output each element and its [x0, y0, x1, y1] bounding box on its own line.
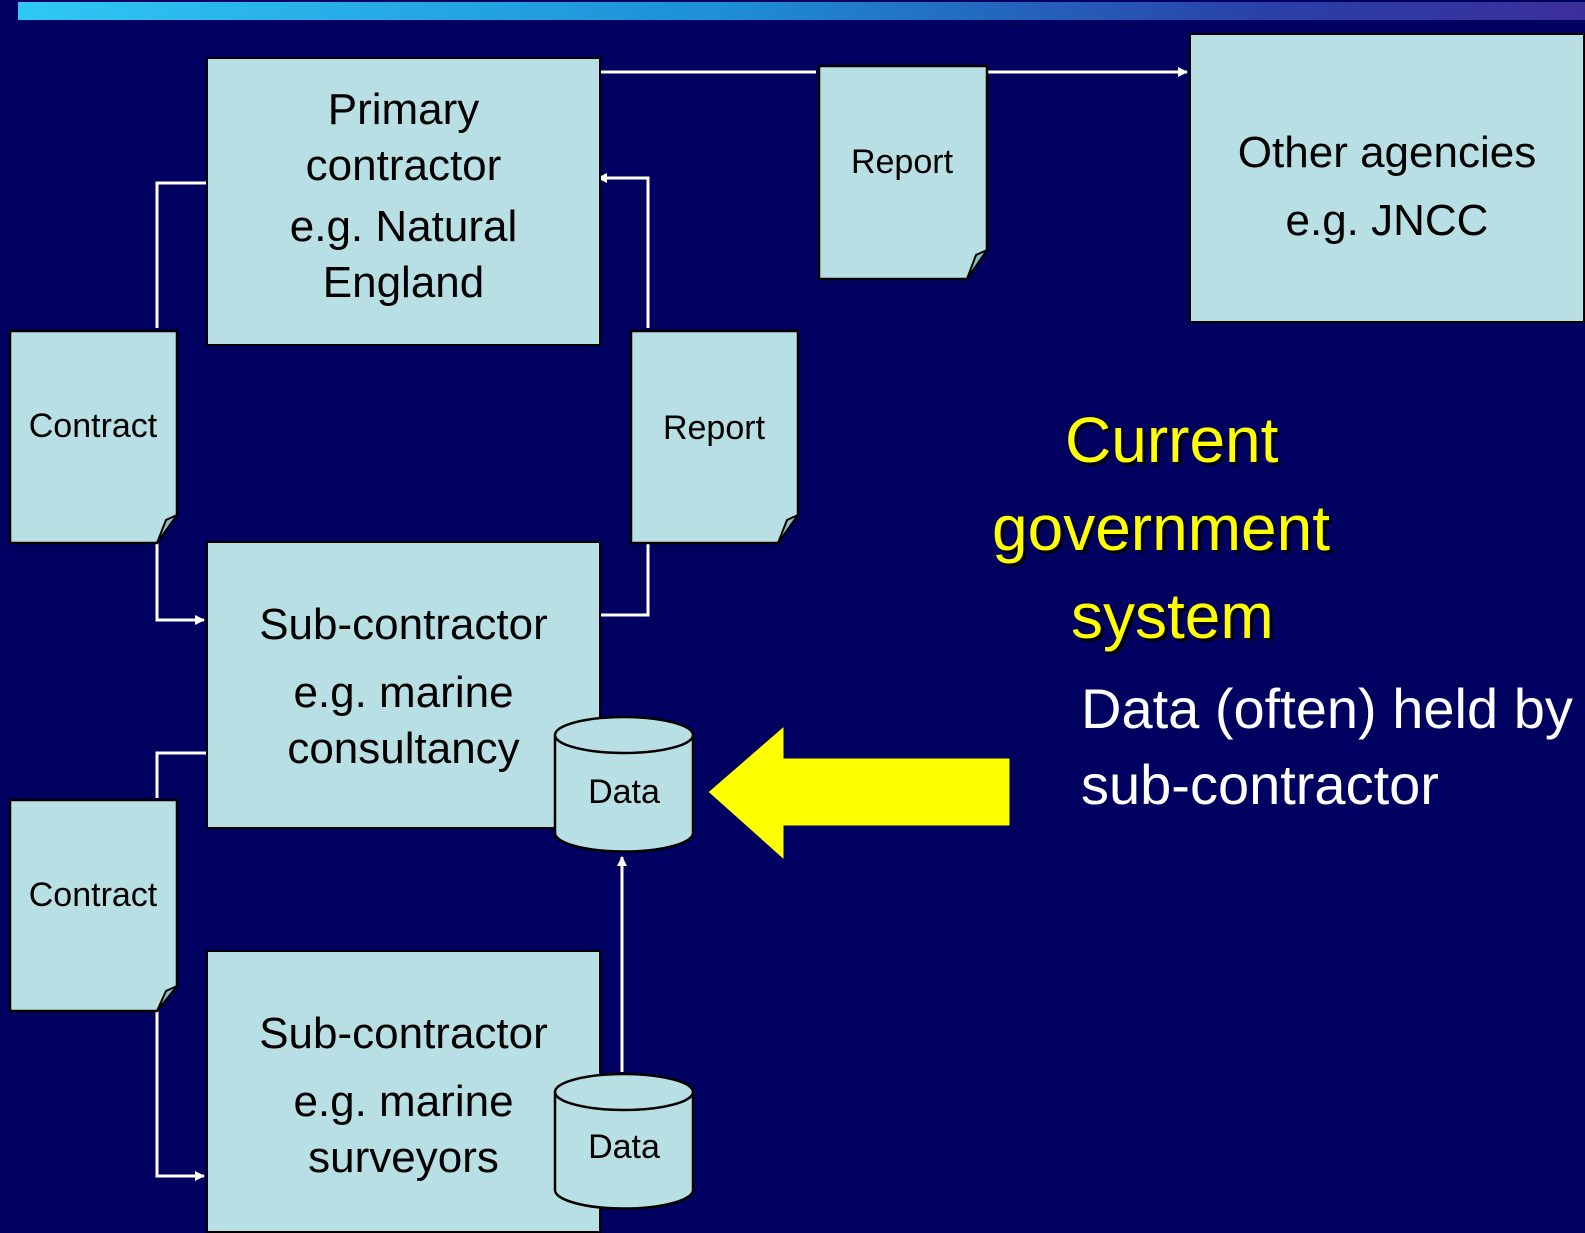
node-sub-contractor-consultancy: Sub-contractor e.g. marine consultancy: [206, 541, 601, 829]
note-line2: sub-contractor: [1081, 753, 1439, 816]
node-sub1-line1: Sub-contractor: [259, 600, 548, 649]
data-store-1-label: Data: [588, 773, 660, 811]
node-other-agencies-line2: e.g. JNCC: [1285, 196, 1489, 245]
slide-title-line2: government: [992, 492, 1330, 564]
node-other-agencies-line1: Other agencies: [1237, 128, 1537, 177]
document-contract-1: [8, 329, 180, 545]
connector-contract-2: [155, 751, 206, 798]
connector-contract-1-arrow: [155, 535, 205, 625]
node-sub1-line2: e.g. marine: [293, 668, 514, 717]
data-store-2: [553, 1072, 695, 1210]
title-bar-gradient: [18, 2, 1585, 20]
connector-contract-2-arrow: [155, 1010, 205, 1181]
connector-report-1: [595, 540, 650, 617]
document-contract-1-label: Contract: [28, 407, 158, 445]
node-primary-line3: e.g. Natural: [289, 202, 518, 251]
node-primary-line2: contractor: [305, 141, 502, 190]
node-primary-contractor: Primary contractor e.g. Natural England: [206, 57, 601, 346]
document-contract-2: [8, 798, 179, 1013]
connector-contract-1: [155, 181, 206, 328]
connector-report-1-arrow: [597, 173, 650, 328]
note-line1: Data (often) held by: [1081, 677, 1573, 740]
highlight-arrow: [707, 724, 1011, 862]
document-contract-2-label: Contract: [28, 876, 158, 914]
slide-title-line3: system: [1071, 580, 1274, 652]
node-sub1-line3: consultancy: [287, 724, 520, 773]
document-report-2: [817, 64, 990, 281]
data-store-1: [553, 715, 695, 853]
node-primary-line4: England: [322, 258, 485, 307]
slide-title-line1: Current: [1065, 404, 1279, 476]
node-sub2-line3: surveyors: [308, 1133, 499, 1182]
node-primary-line1: Primary: [327, 85, 480, 134]
data-store-2-label: Data: [588, 1128, 660, 1166]
document-report-2-label: Report: [850, 143, 954, 181]
node-other-agencies: Other agencies e.g. JNCC: [1189, 33, 1585, 323]
node-sub2-line1: Sub-contractor: [259, 1009, 548, 1058]
node-sub2-line2: e.g. marine: [293, 1077, 514, 1126]
node-sub-contractor-surveyors: Sub-contractor e.g. marine surveyors: [206, 950, 601, 1233]
document-report-1-label: Report: [662, 409, 766, 447]
document-report-1: [629, 329, 801, 545]
